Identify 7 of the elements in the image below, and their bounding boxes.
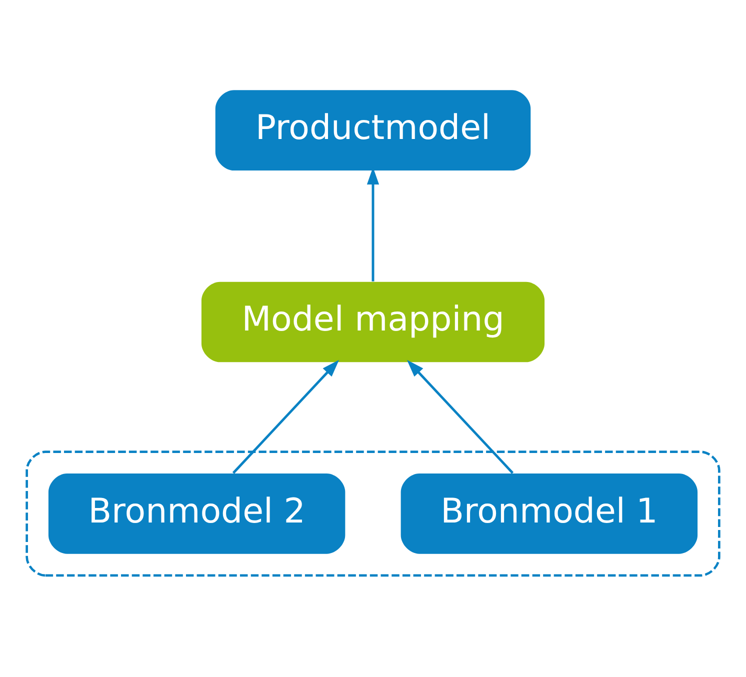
node-box: Model mapping: [201, 281, 545, 362]
cluster: [26, 450, 720, 576]
arrow: [406, 359, 514, 474]
node-box: Bronmodel 1: [400, 472, 698, 554]
node-box: Productmodel: [215, 90, 531, 170]
arrow: [232, 359, 340, 474]
node-box: Bronmodel 2: [48, 472, 346, 554]
